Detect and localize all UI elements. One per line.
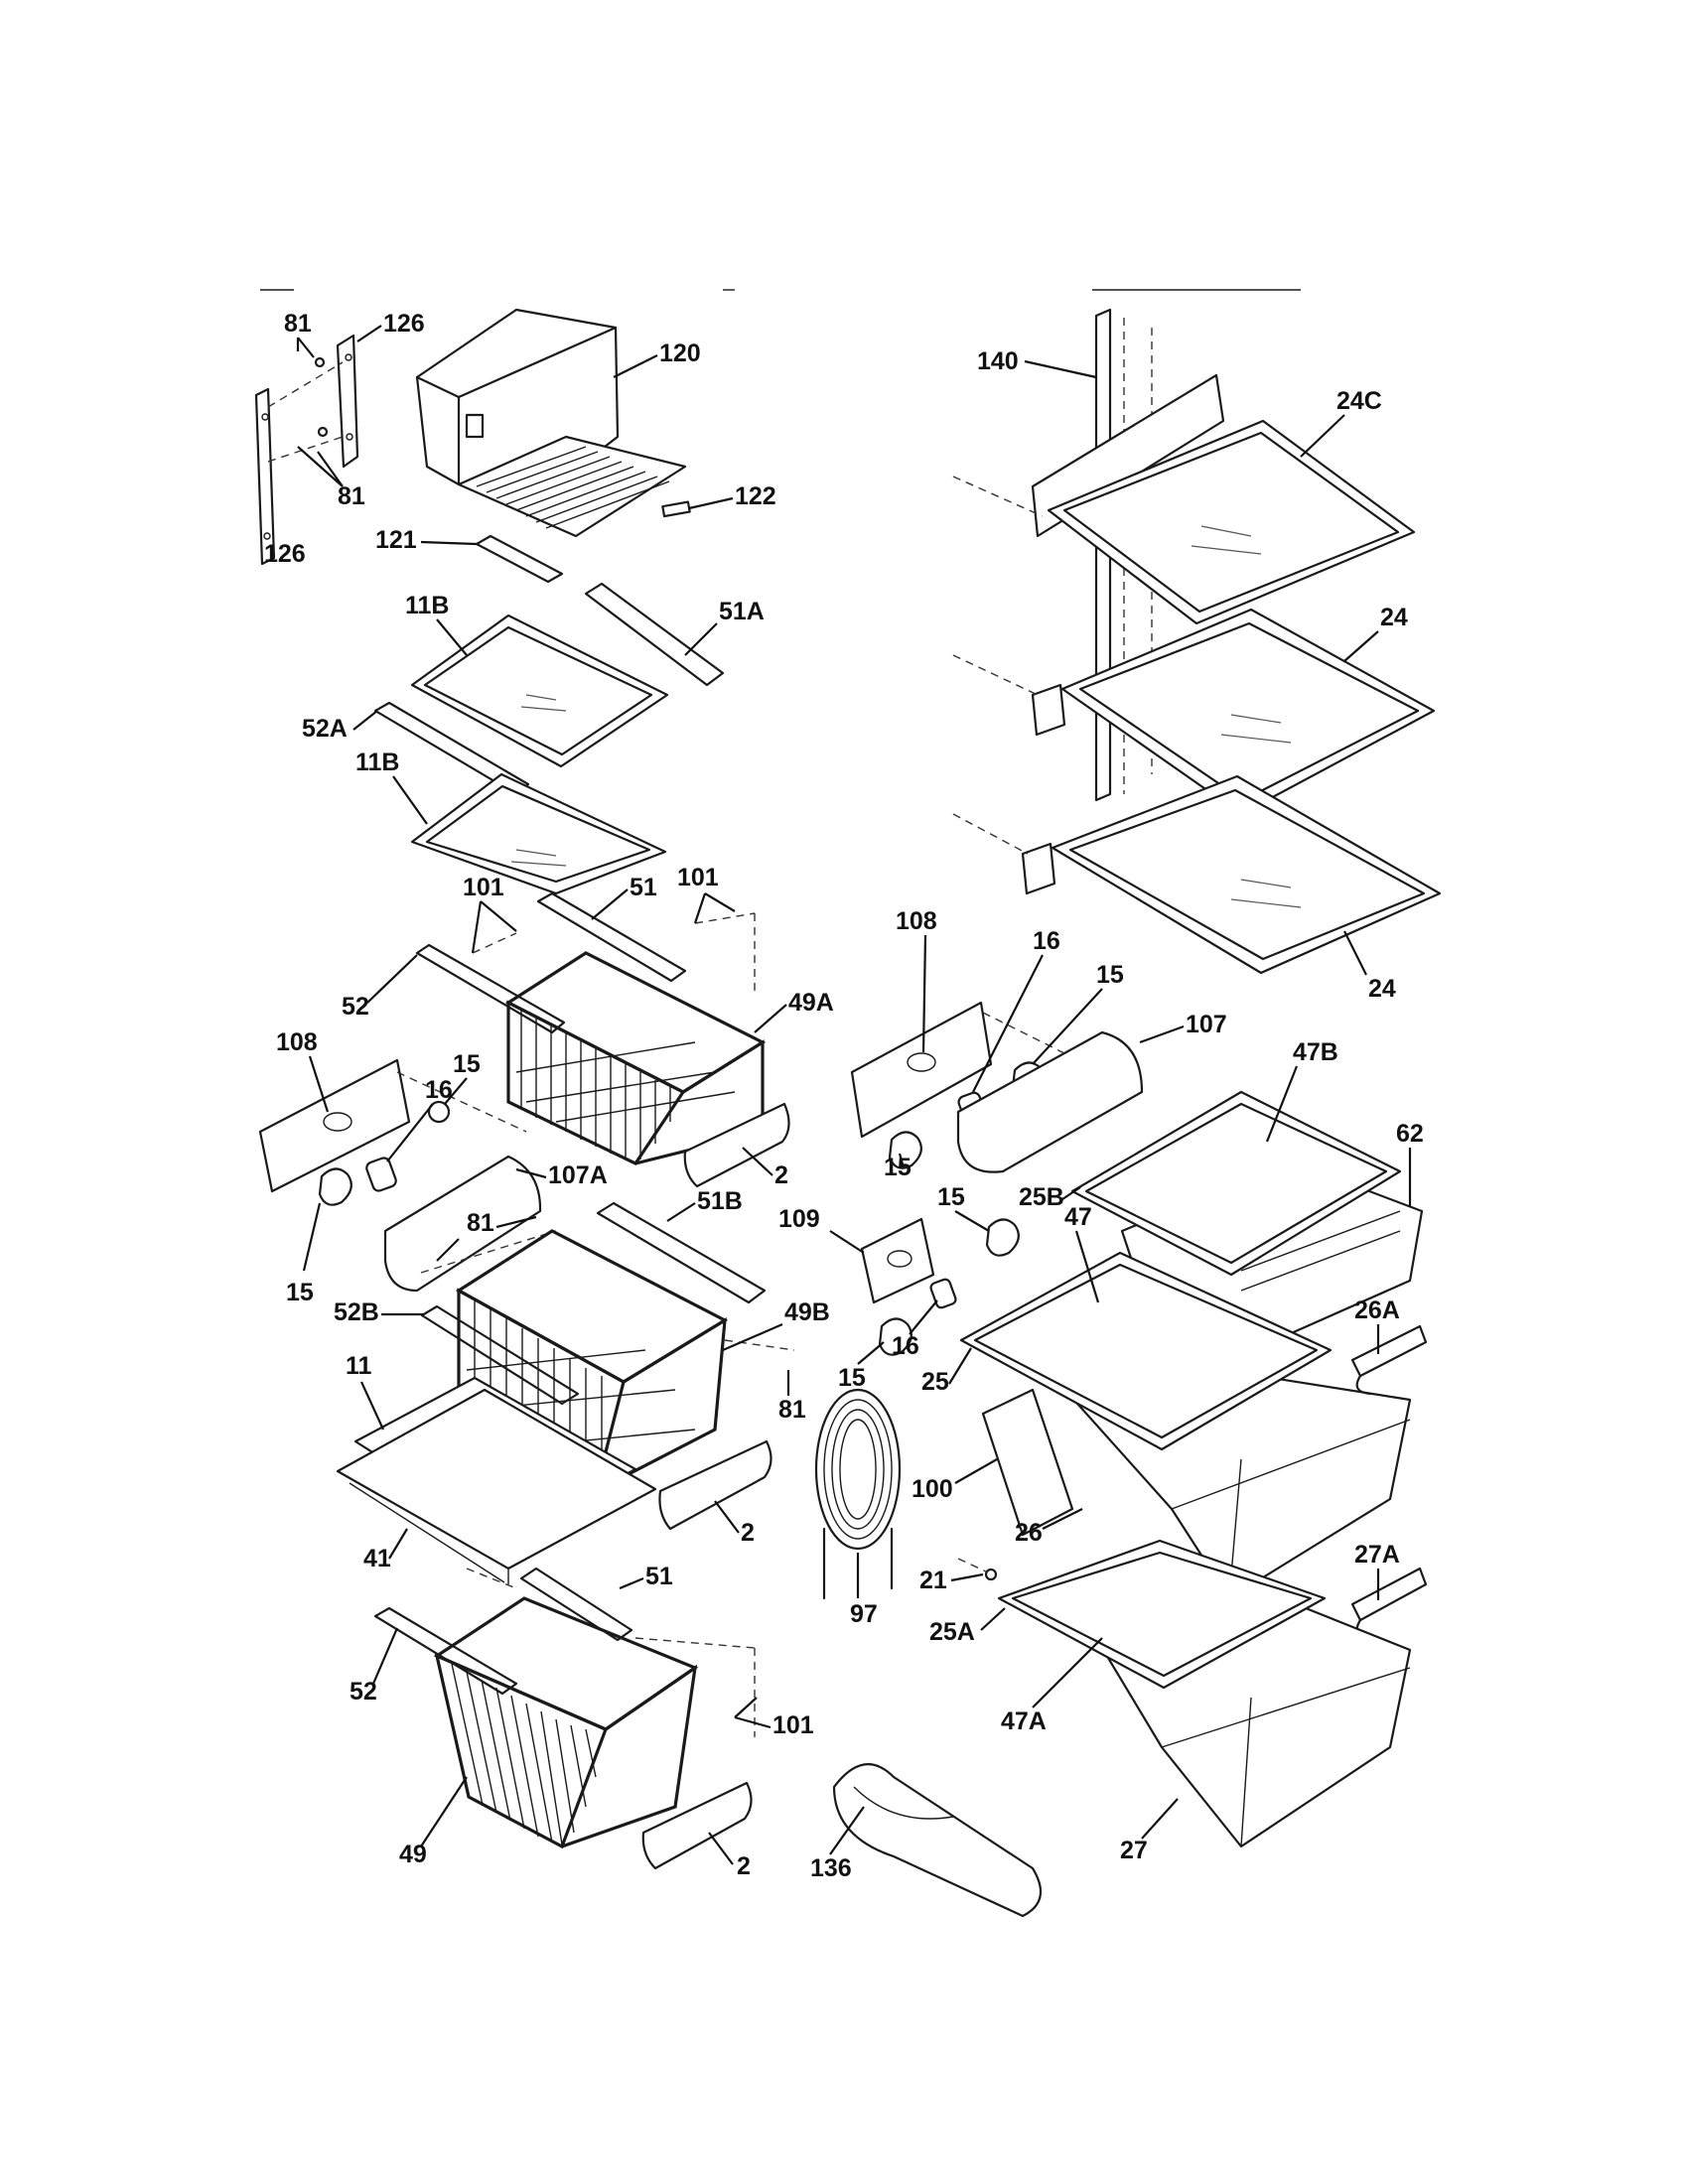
callout-101: 101 xyxy=(677,864,719,891)
shelf-11B-upper xyxy=(410,614,669,768)
hinge-brackets-126 xyxy=(254,334,359,566)
callout-24: 24 xyxy=(1380,604,1408,631)
callout-97: 97 xyxy=(850,1600,878,1628)
callout-15: 15 xyxy=(453,1050,481,1078)
callout-126: 126 xyxy=(383,310,425,338)
callout-15: 15 xyxy=(884,1154,912,1181)
rails-51B-52B xyxy=(420,1201,767,1406)
callout-24C: 24C xyxy=(1336,387,1382,415)
callout-120: 120 xyxy=(659,340,701,367)
callout-109: 109 xyxy=(778,1205,820,1233)
callout-49B: 49B xyxy=(784,1298,830,1326)
callout-26: 26 xyxy=(1015,1519,1043,1547)
callout-11B: 11B xyxy=(355,749,399,776)
callout-15: 15 xyxy=(286,1279,314,1306)
lid-47A-25A xyxy=(997,1539,1327,1690)
callout-52: 52 xyxy=(342,993,369,1021)
callout-11B: 11B xyxy=(405,592,449,619)
bracket-26A xyxy=(1350,1324,1428,1396)
callout-41: 41 xyxy=(363,1545,391,1572)
callout-15: 15 xyxy=(937,1183,965,1211)
callout-15: 15 xyxy=(838,1364,866,1392)
trim-strip-2-lower xyxy=(641,1781,753,1870)
callout-81: 81 xyxy=(467,1209,494,1237)
water-tube-97 xyxy=(814,1388,902,1600)
callouts: 81 126 81 126 120 122 121 11B 51A 52A 11… xyxy=(264,310,1424,1882)
callout-16: 16 xyxy=(892,1332,919,1360)
callout-51B: 51B xyxy=(697,1187,743,1215)
callout-140: 140 xyxy=(977,347,1019,375)
callout-136: 136 xyxy=(810,1854,852,1882)
callout-100: 100 xyxy=(912,1475,953,1503)
callout-51: 51 xyxy=(630,874,657,901)
callout-52A: 52A xyxy=(302,715,348,743)
shelf-24-lower xyxy=(952,774,1442,975)
callout-62: 62 xyxy=(1396,1120,1424,1148)
callout-25B: 25B xyxy=(1019,1183,1064,1211)
callout-81: 81 xyxy=(778,1396,806,1424)
callout-25: 25 xyxy=(921,1368,949,1396)
callout-51A: 51A xyxy=(719,598,765,625)
callout-47: 47 xyxy=(1064,1203,1092,1231)
trim-strip-2-upper xyxy=(683,1102,790,1188)
lamp-socket-109 xyxy=(860,1217,1020,1356)
callout-52: 52 xyxy=(350,1678,377,1706)
callout-122: 122 xyxy=(735,482,776,510)
callout-16: 16 xyxy=(1033,927,1060,955)
cover-136 xyxy=(832,1763,1043,1918)
lid-47-25 xyxy=(959,1251,1333,1451)
callout-15: 15 xyxy=(1096,961,1124,989)
pins-121-122 xyxy=(475,500,691,584)
shelf-24C xyxy=(952,373,1416,625)
callout-81: 81 xyxy=(338,482,365,510)
ice-bin-120 xyxy=(415,308,687,538)
callout-52B: 52B xyxy=(334,1298,379,1326)
callout-47A: 47A xyxy=(1001,1707,1047,1735)
callout-27A: 27A xyxy=(1354,1541,1400,1569)
lid-47B-25B xyxy=(1070,1090,1402,1277)
callout-107: 107 xyxy=(1186,1011,1227,1038)
rails-51A-52A xyxy=(373,582,725,796)
shelf-24-middle xyxy=(952,608,1436,816)
cover-41 xyxy=(336,1388,657,1589)
callout-27: 27 xyxy=(1120,1837,1148,1864)
callout-101: 101 xyxy=(772,1711,814,1739)
callout-2: 2 xyxy=(741,1519,755,1547)
callout-107A: 107A xyxy=(548,1161,608,1189)
basket-49 xyxy=(433,1596,699,1849)
basket-49A xyxy=(504,951,767,1166)
callout-126: 126 xyxy=(264,540,306,568)
callout-2: 2 xyxy=(737,1852,751,1880)
trim-strip-2-middle xyxy=(658,1439,772,1531)
callout-101: 101 xyxy=(463,874,504,901)
callout-49A: 49A xyxy=(788,989,834,1017)
callout-11: 11 xyxy=(346,1352,372,1380)
callout-108: 108 xyxy=(276,1028,318,1056)
callout-2: 2 xyxy=(774,1161,788,1189)
light-assembly-right xyxy=(850,1001,1144,1173)
callout-51: 51 xyxy=(645,1563,673,1590)
light-assembly-left xyxy=(258,1058,542,1293)
divider-100 xyxy=(981,1388,1074,1537)
callout-121: 121 xyxy=(375,526,417,554)
shelf-11B-lower xyxy=(410,772,667,895)
callout-16: 16 xyxy=(425,1076,453,1104)
callout-24: 24 xyxy=(1368,975,1396,1003)
callout-108: 108 xyxy=(896,907,937,935)
callout-47B: 47B xyxy=(1293,1038,1338,1066)
bracket-27A xyxy=(1350,1567,1428,1640)
callout-81: 81 xyxy=(284,310,312,338)
callout-25A: 25A xyxy=(929,1618,975,1646)
callout-21: 21 xyxy=(919,1567,947,1594)
screw-21 xyxy=(957,1558,998,1581)
callout-26A: 26A xyxy=(1354,1297,1400,1324)
